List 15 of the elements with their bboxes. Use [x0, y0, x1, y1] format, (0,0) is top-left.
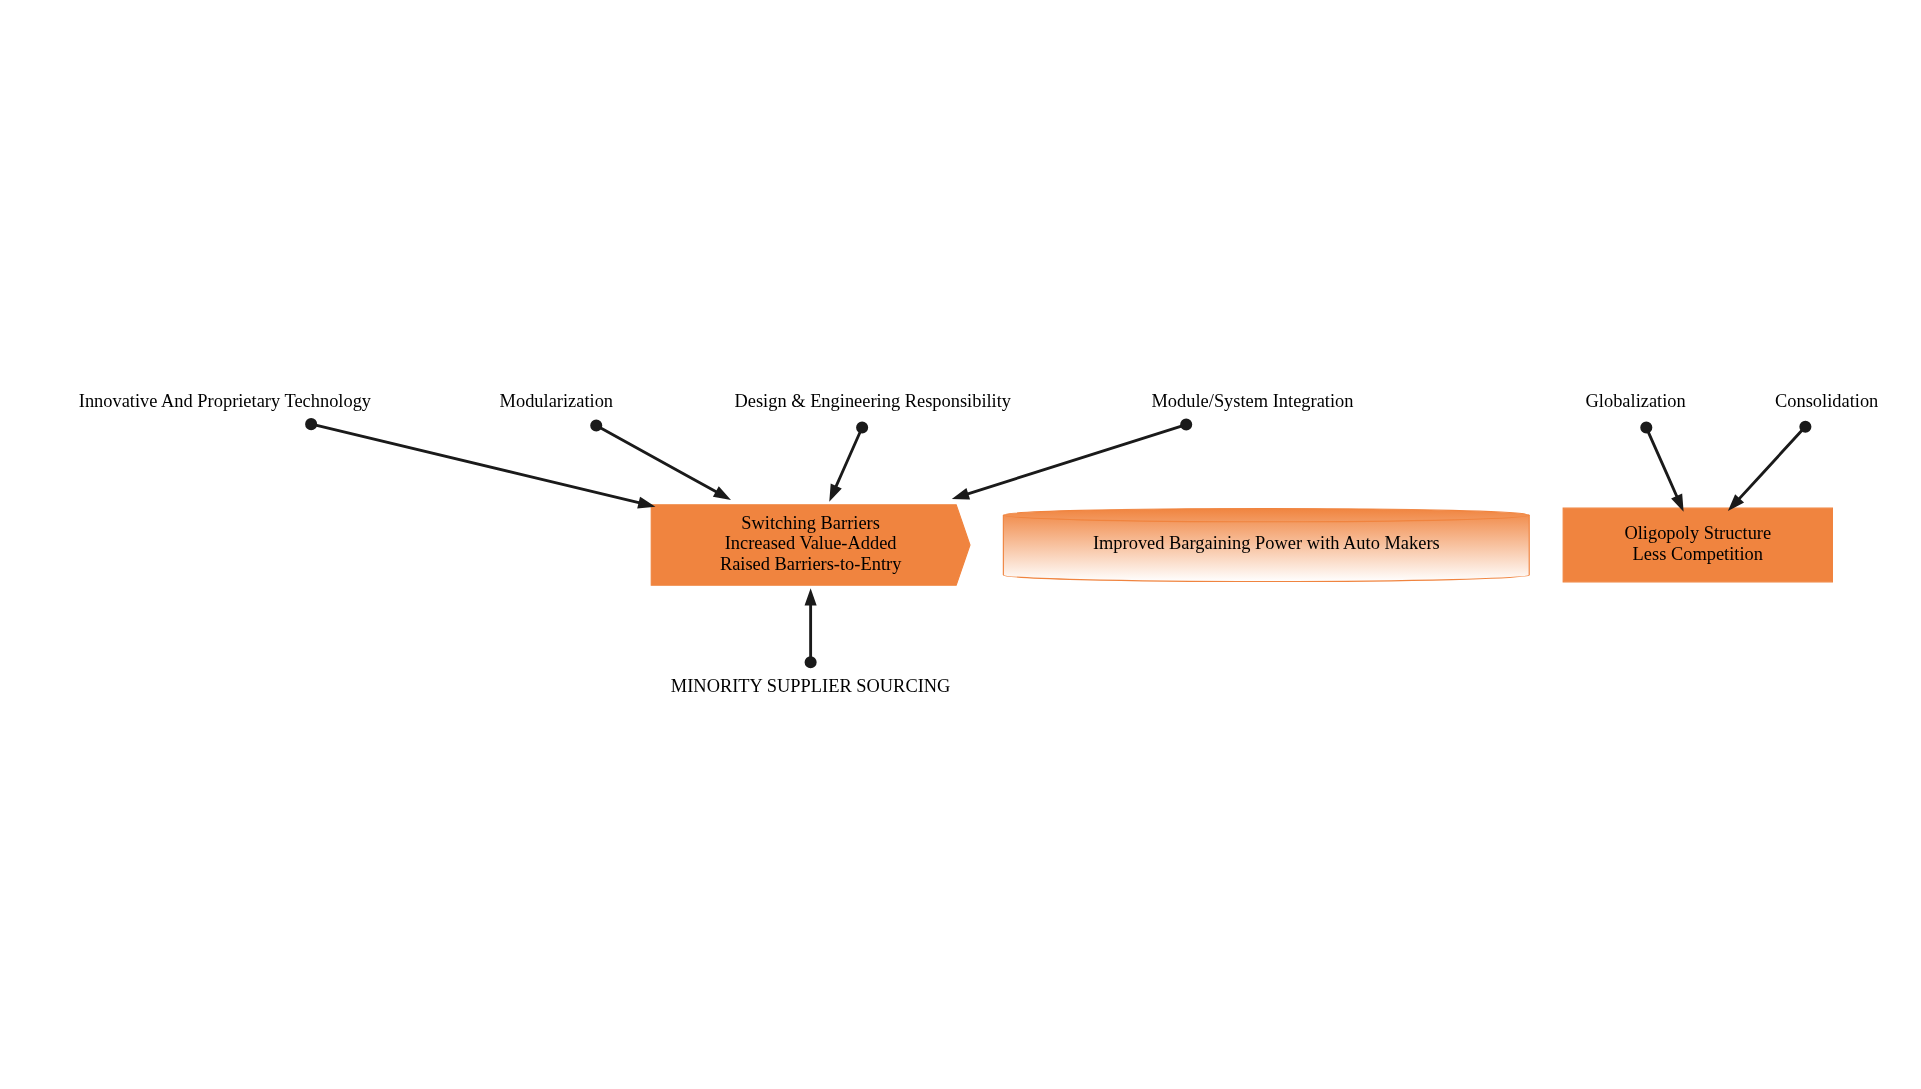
arrow [951, 418, 1193, 500]
node-text: Module/System Integration [1151, 390, 1354, 411]
node-text: Innovative And Proprietary Technology [78, 390, 372, 411]
node-text: Design & Engineering Responsibility [734, 390, 1012, 411]
node-box: Oligopoly Structure Less Competition [1562, 507, 1833, 582]
arrow [1640, 420, 1684, 512]
node-text: Globalization [1585, 390, 1686, 411]
arrow [804, 587, 817, 668]
node-text: MINORITY SUPPLIER SOURCING [670, 675, 951, 696]
arrow [1727, 420, 1812, 511]
node-text: Consolidation [1775, 390, 1879, 411]
arrow [590, 418, 731, 500]
arrow [829, 420, 869, 502]
node-text: Modularization [499, 390, 614, 411]
arrow [305, 417, 656, 508]
